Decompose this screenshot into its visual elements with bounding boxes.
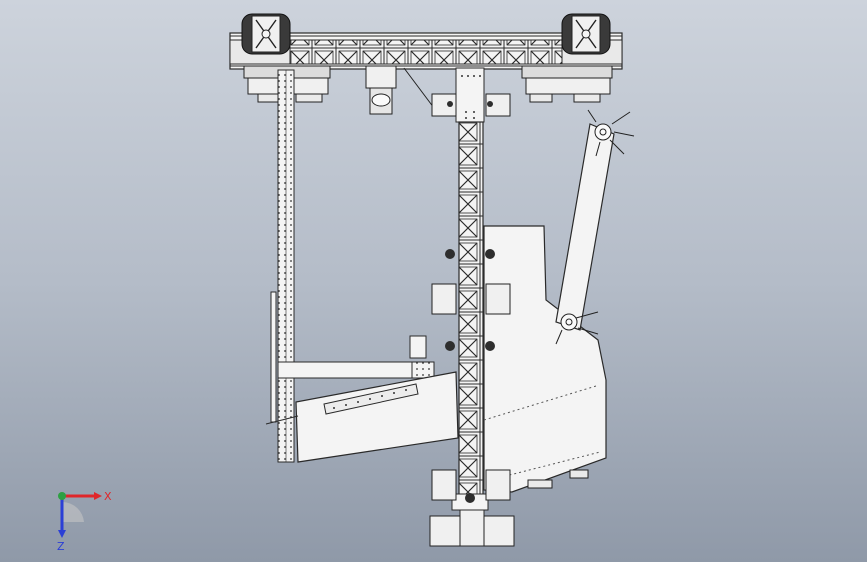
left-perforated-column — [270, 69, 295, 463]
left-wheel — [241, 13, 291, 55]
drive-motor — [365, 65, 441, 117]
mast-rollers — [429, 93, 515, 547]
x-axis-label: X — [104, 490, 112, 503]
z-axis-label: Z — [57, 540, 65, 552]
triad-plane-shade — [62, 501, 84, 522]
central-lattice-mast — [451, 67, 489, 547]
right-wheel — [561, 13, 611, 55]
horizontal-arm — [277, 335, 435, 379]
z-axis-head — [58, 530, 66, 538]
left-tray-plate — [265, 371, 459, 463]
right-gear-cluster — [521, 65, 613, 103]
x-axis-head — [94, 492, 102, 500]
inclined-arm — [555, 109, 635, 345]
axis-triad[interactable]: X Z — [48, 482, 118, 552]
y-axis-point — [58, 492, 66, 500]
